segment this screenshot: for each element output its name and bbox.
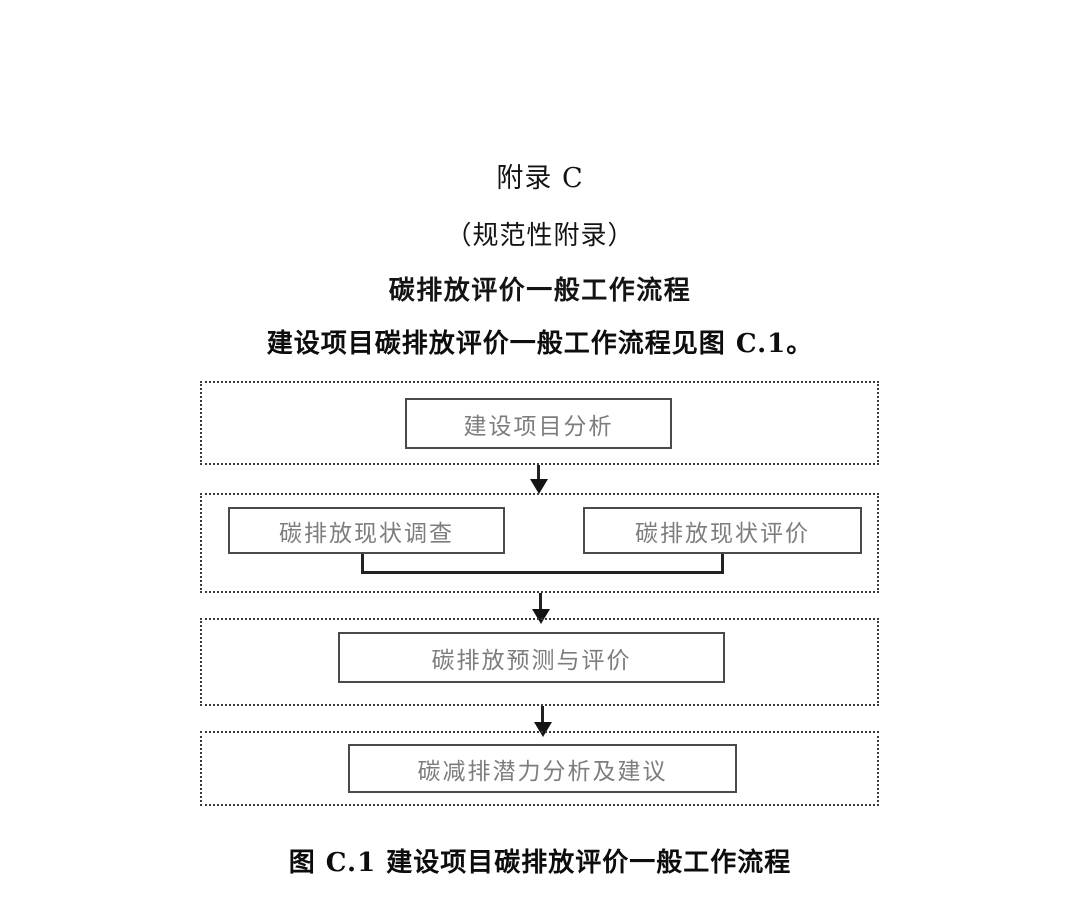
- flow-node-emission-forecast-assessment: 碳排放预测与评价: [338, 632, 725, 683]
- intro-paragraph: 建设项目碳排放评价一般工作流程见图 C.1。: [266, 329, 814, 359]
- flow-stage-1: [200, 381, 879, 465]
- connector-line-3: [541, 706, 544, 724]
- arrow-head-icon-3: [534, 722, 552, 737]
- appendix-label: 附录 C: [496, 163, 584, 194]
- merge-line-left: [361, 554, 364, 574]
- flow-node-reduction-potential-recommendations: 碳减排潜力分析及建议: [348, 744, 737, 793]
- merge-bar: [361, 571, 724, 574]
- flow-stage-4: [200, 731, 879, 806]
- page-title: 碳排放评价一般工作流程: [388, 276, 692, 306]
- flow-stage-3: [200, 618, 879, 706]
- arrow-head-icon-2: [532, 609, 550, 624]
- merge-line-right: [721, 554, 724, 574]
- connector-line-1: [537, 465, 540, 481]
- flow-node-emission-status-assessment: 碳排放现状评价: [583, 507, 862, 554]
- arrow-head-icon-1: [530, 479, 548, 494]
- flow-node-project-analysis: 建设项目分析: [405, 398, 672, 449]
- appendix-heading-block: 附录 C （规范性附录） 碳排放评价一般工作流程 建设项目碳排放评价一般工作流程…: [0, 162, 1080, 361]
- flow-node-emission-status-survey: 碳排放现状调查: [228, 507, 505, 554]
- connector-line-2: [539, 593, 542, 611]
- figure-caption: 图 C.1 建设项目碳排放评价一般工作流程: [288, 848, 792, 878]
- flow-stage-2: [200, 493, 879, 593]
- normative-label: （规范性附录）: [445, 221, 635, 251]
